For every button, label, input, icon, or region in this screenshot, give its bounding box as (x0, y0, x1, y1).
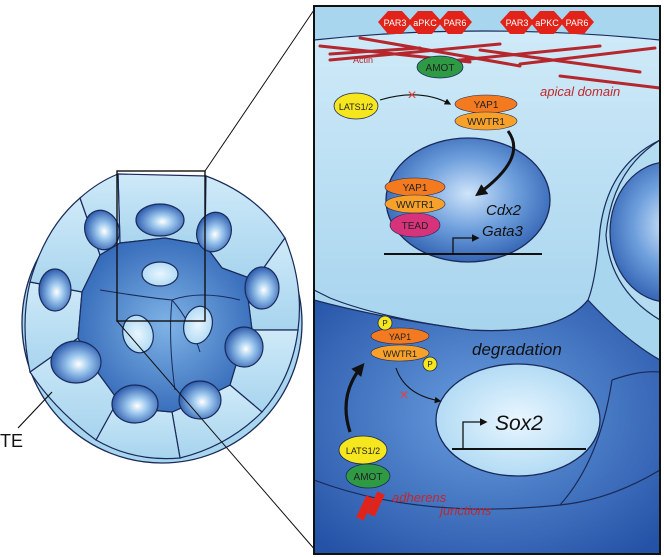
apkc-label: aPKC (535, 18, 559, 28)
phospho-yap-label: P (382, 319, 387, 328)
promoter-arrow-te (452, 234, 480, 254)
cdx2-label: Cdx2 (486, 202, 522, 219)
apkc-label: aPKC (413, 18, 437, 28)
par6-label: PAR6 (566, 18, 589, 28)
inhibit-mark-apical: × (407, 87, 416, 104)
wwtr1-phospho-label: WWTR1 (383, 349, 417, 359)
wwtr1-cytoplasm (454, 111, 518, 131)
wwtr1-phospho (370, 344, 430, 362)
lats-to-yap-arrow (379, 94, 452, 105)
nucleus (122, 314, 154, 354)
nucleus (84, 209, 120, 251)
tead-label: TEAD (402, 221, 429, 232)
apkc-shape (408, 11, 442, 34)
blastocyst: TE (0, 6, 317, 552)
inhibit-mark-icm: × (399, 387, 408, 404)
degradation-label: degradation (472, 340, 562, 359)
junction-bar (356, 495, 374, 521)
gata3-label: Gata3 (482, 223, 524, 240)
zoom-connector-bottom (116, 320, 317, 552)
junction-bar (367, 491, 385, 517)
phospho-yap (377, 315, 393, 331)
par6-shape (438, 11, 472, 34)
nucleus (135, 203, 185, 237)
sox2-label: Sox2 (495, 412, 543, 435)
par6-label: PAR6 (444, 18, 467, 28)
zoom-panel: PAR3 aPKC PAR6 PAR3 aPKC PAR6 Actin AMOT… (313, 5, 661, 555)
nuclear-import-arrow (475, 130, 516, 197)
adherens-junction-bars (356, 491, 385, 521)
wwtr1-cytoplasm-label: WWTR1 (467, 117, 505, 128)
nucleus (178, 380, 222, 420)
lats-junction-label: LATS1/2 (346, 446, 380, 456)
tead (389, 212, 441, 238)
actin-label: Actin (353, 55, 373, 65)
te-label: TE (0, 431, 23, 451)
promoter-arrow-icm (462, 418, 488, 449)
nucleus (141, 261, 179, 287)
panel-frame (313, 5, 661, 555)
lats-apical-label: LATS1/2 (339, 102, 373, 112)
apical-domain-label: apical domain (540, 84, 620, 99)
zoom-box (116, 170, 206, 322)
par3-shape (378, 11, 412, 34)
phospho-wwtr-label: P (427, 360, 432, 369)
nucleus (244, 266, 280, 310)
icm-boundary (170, 299, 176, 391)
amot-apical-label: AMOT (426, 63, 455, 74)
par3-shape (500, 11, 534, 34)
lats-apical (333, 92, 379, 120)
neighbor-nucleus (609, 162, 660, 302)
par-complex-right: PAR3 aPKC PAR6 (500, 11, 594, 34)
par3-label: PAR3 (384, 18, 407, 28)
par6-shape (560, 11, 594, 34)
cell-boundary (559, 379, 613, 506)
yap-to-sox2-arrow (395, 367, 442, 404)
yap1-phospho (370, 327, 430, 345)
yap1-phospho-label: YAP1 (389, 332, 411, 342)
par-complex-left: PAR3 aPKC PAR6 (378, 11, 472, 34)
amot-apical (416, 55, 464, 79)
cell-boundary (314, 469, 660, 510)
nucleus (224, 326, 264, 368)
adherens-label-line2: junctions (438, 503, 492, 518)
lats-phosphorylation-arrow (344, 363, 365, 433)
wwtr1-nuclear-label: WWTR1 (396, 200, 434, 211)
nucleus (111, 384, 159, 424)
amot-junction-label: AMOT (354, 472, 383, 483)
cell-boundary (611, 371, 660, 381)
te-pointer (17, 391, 53, 429)
nucleus (50, 340, 102, 384)
apkc-shape (530, 11, 564, 34)
par3-label: PAR3 (506, 18, 529, 28)
adherens-label-line1: adherens (392, 490, 447, 505)
yap1-nuclear-label: YAP1 (403, 183, 428, 194)
zoom-connector-top (204, 6, 317, 172)
nucleus (38, 268, 72, 312)
phospho-wwtr (422, 356, 438, 372)
yap1-cytoplasm-label: YAP1 (474, 100, 499, 111)
amot-junction (345, 463, 391, 489)
